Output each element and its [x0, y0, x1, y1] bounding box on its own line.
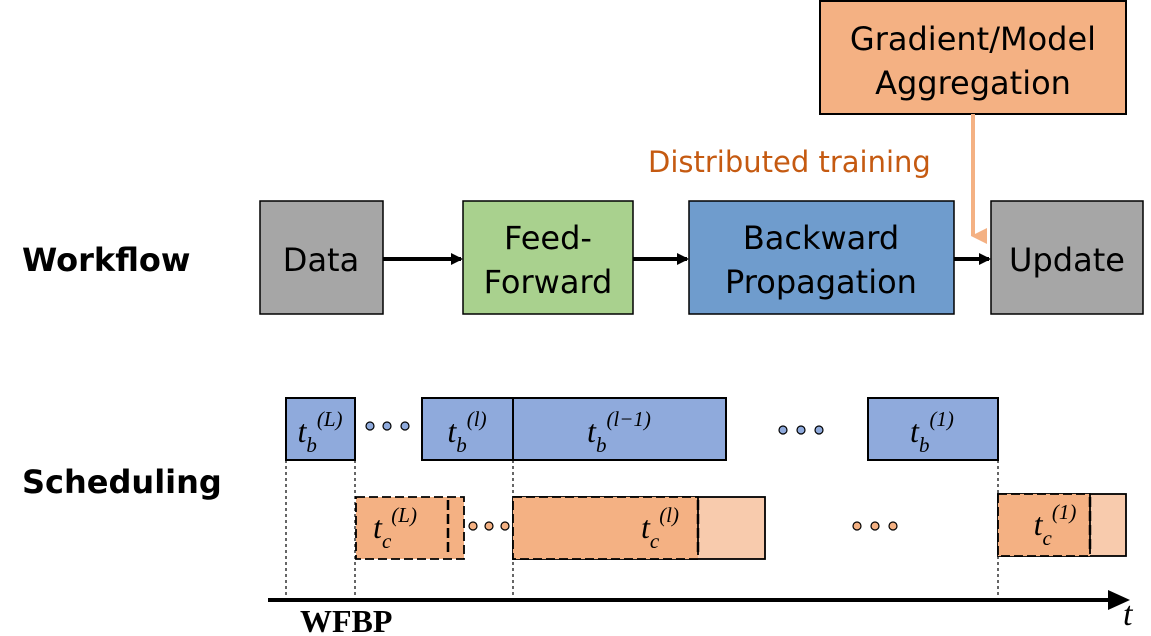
ellipsis-dot: [814, 425, 824, 435]
ellipsis-dot: [400, 421, 410, 431]
task-sub: b: [919, 433, 930, 457]
svg-text:tc(l): tc(l): [641, 503, 679, 553]
workflow-box-feed-forward-line1: Feed-: [504, 219, 592, 257]
task-sup: (l−1): [606, 407, 651, 431]
task-sup: (L): [391, 503, 417, 527]
task-sup: (L): [317, 407, 343, 431]
task-base: t: [297, 413, 307, 449]
time-axis-arrowhead: [1108, 590, 1130, 610]
task-sub: b: [456, 433, 467, 457]
workflow-box-update: Update: [990, 200, 1144, 315]
aggregation-line1: Gradient/Model: [850, 20, 1096, 58]
workflow-box-feed-forward-line2: Forward: [484, 263, 613, 301]
task-sup: (l): [467, 407, 487, 431]
task-sub: b: [596, 433, 607, 457]
task-sub: c: [382, 529, 392, 553]
backward-task-1: tb(1): [867, 397, 999, 461]
schedule-guides: [285, 460, 999, 600]
ellipsis-dot: [468, 521, 478, 531]
task-base: t: [447, 413, 457, 449]
workflow-box-backward-line1: Backward: [743, 219, 899, 257]
backward-task-l: tb(l): [421, 397, 514, 461]
task-base: t: [910, 413, 920, 449]
aggregation-box: Gradient/Model Aggregation: [819, 0, 1127, 115]
ellipsis-dot: [484, 521, 494, 531]
backward-ellipsis-1: [365, 421, 410, 431]
task-sub: b: [306, 433, 317, 457]
svg-text:tb(L): tb(L): [297, 407, 342, 457]
task-sup: (l): [659, 503, 679, 527]
svg-text:tb(1): tb(1): [910, 407, 954, 457]
workflow-box-feed-forward: Feed- Forward: [462, 200, 634, 315]
comm-task-l: tc(l): [512, 496, 766, 560]
workflow-box-data: Data: [259, 200, 384, 315]
task-base: t: [587, 413, 597, 449]
workflow-label: Workflow: [22, 241, 190, 279]
workflow-box-backward-propagation: Backward Propagation: [688, 200, 955, 315]
comm-task-1: tc(1): [997, 493, 1127, 557]
aggregation-line2: Aggregation: [875, 64, 1071, 102]
workflow-box-backward-line2: Propagation: [725, 263, 917, 301]
ellipsis-dot: [500, 521, 510, 531]
backward-task-l-minus-1: tb(l−1): [512, 397, 727, 461]
ellipsis-dot: [870, 521, 880, 531]
ellipsis-dot: [382, 421, 392, 431]
workflow-box-update-label: Update: [1009, 241, 1125, 279]
task-base: t: [641, 509, 651, 545]
ellipsis-dot: [852, 521, 862, 531]
ellipsis-dot: [888, 521, 898, 531]
backward-task-L: tb(L): [285, 397, 356, 461]
ellipsis-dot: [365, 421, 375, 431]
task-sub: c: [1043, 526, 1053, 550]
task-base: t: [373, 509, 383, 545]
ellipsis-dot: [796, 425, 806, 435]
svg-text:tc(L): tc(L): [373, 503, 417, 553]
wfbp-label: WFBP: [300, 603, 392, 636]
comm-ellipsis-1: [468, 521, 510, 531]
task-sub: c: [650, 529, 660, 553]
task-base: t: [1034, 506, 1044, 542]
distributed-training-label: Distributed training: [648, 145, 931, 179]
svg-text:tc(1): tc(1): [1034, 500, 1077, 550]
svg-text:tb(l−1): tb(l−1): [587, 407, 651, 457]
task-sup: (1): [1052, 500, 1077, 524]
time-axis-label: t: [1123, 596, 1134, 633]
svg-text:tb(l): tb(l): [447, 407, 486, 457]
comm-task-L: tc(L): [355, 496, 465, 560]
ellipsis-dot: [778, 425, 788, 435]
backward-ellipsis-2: [778, 425, 824, 435]
workflow-box-data-label: Data: [283, 241, 359, 279]
task-sup: (1): [929, 407, 954, 431]
scheduling-label: Scheduling: [22, 463, 222, 501]
comm-ellipsis-2: [852, 521, 898, 531]
